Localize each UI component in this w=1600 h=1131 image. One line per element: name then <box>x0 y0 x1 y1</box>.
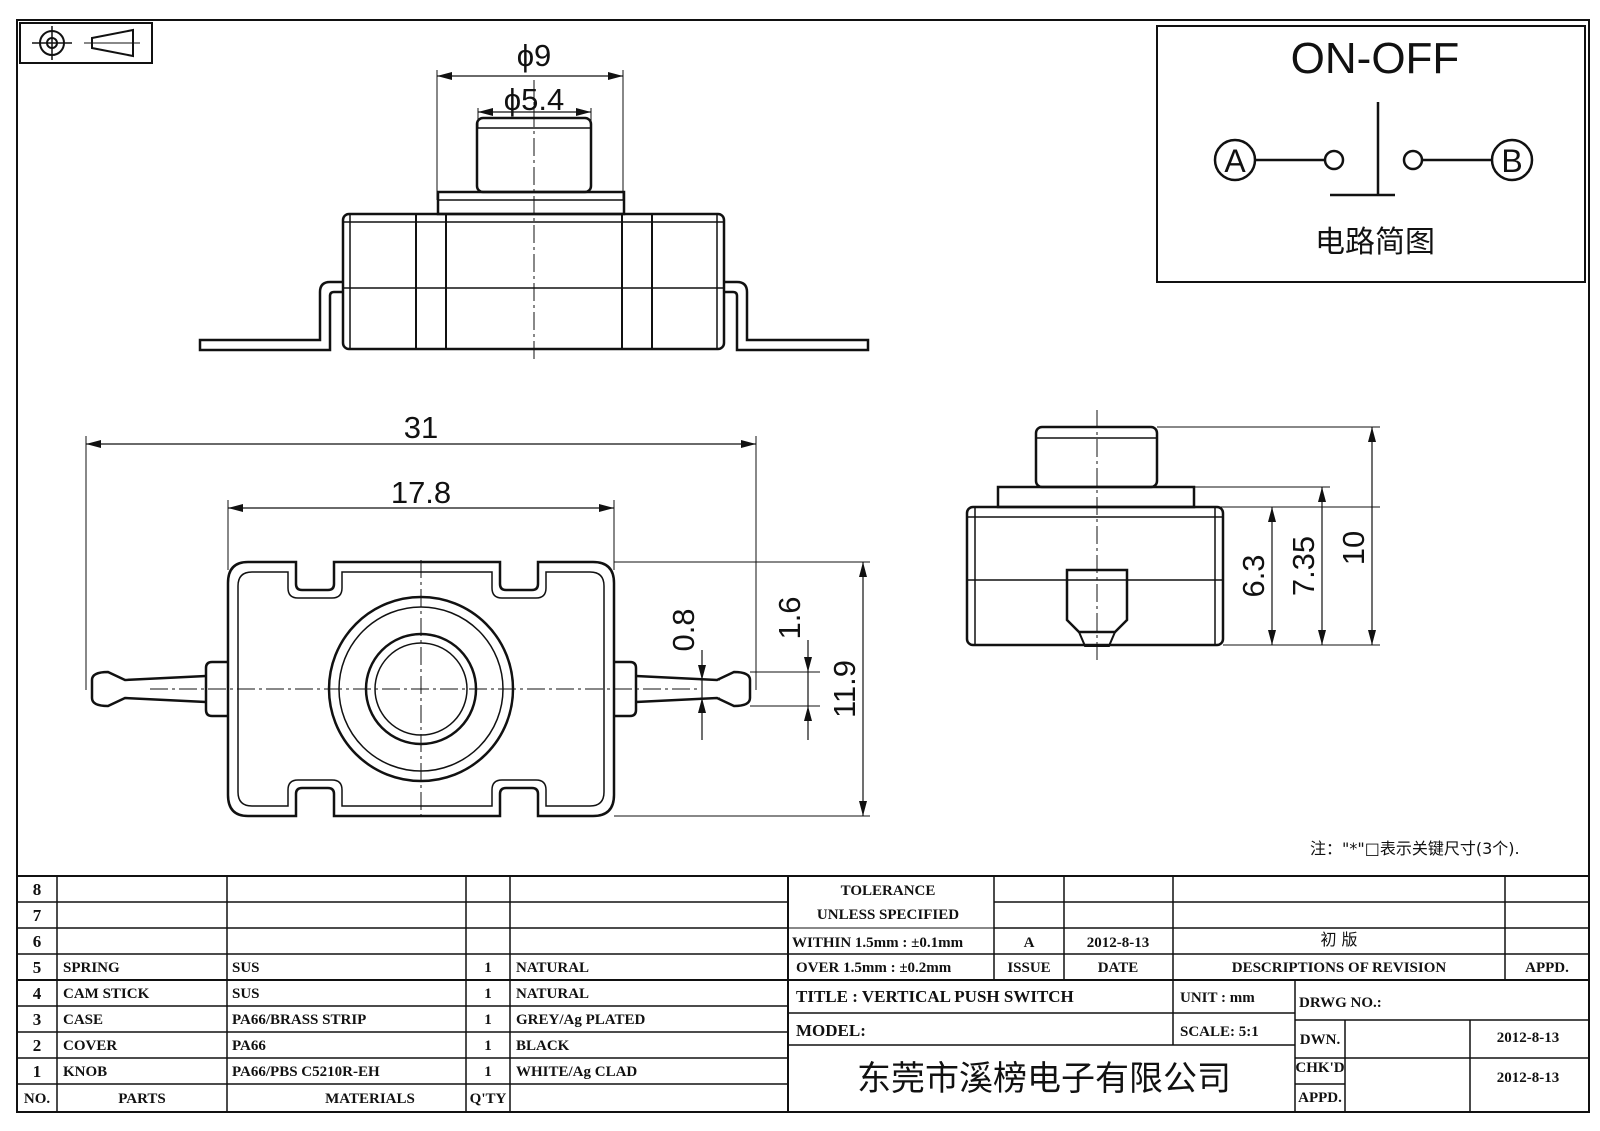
svg-text:WITHIN 1.5mm : ±0.1mm: WITHIN 1.5mm : ±0.1mm <box>792 935 964 951</box>
svg-text:1: 1 <box>33 1062 42 1081</box>
terminal-a-label: A <box>1224 143 1246 179</box>
svg-text:NO.: NO. <box>24 1091 51 1107</box>
svg-text:GREY/Ag PLATED: GREY/Ag PLATED <box>516 1012 645 1028</box>
svg-text:TOLERANCE: TOLERANCE <box>841 883 936 899</box>
company-name: 东莞市溪榜电子有限公司 <box>857 1059 1231 1099</box>
contact-left <box>1323 149 1345 171</box>
svg-text:ISSUE: ISSUE <box>1007 960 1050 976</box>
svg-text:PA66/PBS C5210R-EH: PA66/PBS C5210R-EH <box>232 1064 380 1080</box>
svg-text:DATE: DATE <box>1098 960 1139 976</box>
circuit-caption: 电路简图 <box>1315 225 1435 260</box>
svg-text:COVER: COVER <box>63 1038 117 1054</box>
contact-right <box>1402 149 1424 171</box>
svg-text:NATURAL: NATURAL <box>516 960 589 976</box>
svg-text:MATERIALS: MATERIALS <box>325 1091 415 1107</box>
svg-text:2012-8-13: 2012-8-13 <box>1497 1030 1560 1046</box>
svg-text:APPD.: APPD. <box>1298 1090 1342 1106</box>
dim-top-inner: ϕ5.4 <box>504 82 564 117</box>
svg-text:UNLESS SPECIFIED: UNLESS SPECIFIED <box>817 907 959 923</box>
svg-text:DWN.: DWN. <box>1300 1032 1341 1048</box>
table-row: 6 <box>33 932 42 951</box>
svg-text:初 版: 初 版 <box>1320 930 1357 949</box>
dim-body-length: 17.8 <box>391 475 451 510</box>
svg-text:CASE: CASE <box>63 1012 103 1028</box>
key-dimension-note: 注："*"□表示关键尺寸(3个). <box>1310 839 1520 858</box>
svg-text:DRWG NO.:: DRWG NO.: <box>1299 995 1382 1011</box>
svg-text:SCALE: 5:1: SCALE: 5:1 <box>1180 1024 1259 1040</box>
dim-body-width: 11.9 <box>827 660 862 718</box>
svg-text:3: 3 <box>33 1010 42 1029</box>
svg-text:NATURAL: NATURAL <box>516 986 589 1002</box>
dim-lead-offset: 1.6 <box>772 596 807 639</box>
table-row: 3 CASE PA66/BRASS STRIP 1 GREY/Ag PLATED <box>33 1010 646 1029</box>
svg-text:MODEL:: MODEL: <box>796 1021 866 1040</box>
sheet-border <box>16 19 1590 1113</box>
dim-overall-length: 31 <box>404 410 438 445</box>
projection-symbol-icon <box>19 22 153 64</box>
terminal-b-label: B <box>1501 143 1522 179</box>
svg-text:1: 1 <box>484 1064 492 1080</box>
svg-text:5: 5 <box>33 958 42 977</box>
svg-text:2: 2 <box>33 1036 42 1055</box>
circuit-frame <box>1156 25 1586 283</box>
table-row: 5 SPRING SUS 1 NATURAL <box>33 958 589 977</box>
svg-text:6: 6 <box>33 932 42 951</box>
circuit-title: ON-OFF <box>1291 34 1460 83</box>
svg-text:CHK'D: CHK'D <box>1295 1060 1344 1076</box>
svg-text:7: 7 <box>33 906 42 925</box>
svg-text:SUS: SUS <box>232 960 260 976</box>
dim-top-outer: ϕ9 <box>517 38 552 73</box>
dim-height-a: 6.3 <box>1236 554 1271 597</box>
svg-text:PA66/BRASS STRIP: PA66/BRASS STRIP <box>232 1012 366 1028</box>
table-row: 2 COVER PA66 1 BLACK <box>33 1036 570 1055</box>
svg-text:DESCRIPTIONS OF REVISION: DESCRIPTIONS OF REVISION <box>1232 960 1447 976</box>
svg-text:APPD.: APPD. <box>1525 960 1569 976</box>
svg-text:SUS: SUS <box>232 986 260 1002</box>
svg-text:KNOB: KNOB <box>63 1064 107 1080</box>
table-header: NO. PARTS MATERIALS Q'TY <box>24 1091 507 1107</box>
terminal-b-circle <box>1490 138 1534 182</box>
svg-text:1: 1 <box>484 960 492 976</box>
drawing-title: TITLE : VERTICAL PUSH SWITCH <box>796 987 1074 1006</box>
svg-text:8: 8 <box>33 880 42 899</box>
plan-view: 31 17.8 11.9 1.6 <box>85 410 870 820</box>
title-block-grid <box>17 875 1589 1112</box>
side-view: 6.3 7.35 10 <box>965 410 1380 660</box>
svg-text:CAM STICK: CAM STICK <box>63 986 150 1002</box>
svg-text:UNIT : mm: UNIT : mm <box>1180 990 1255 1006</box>
svg-text:SPRING: SPRING <box>63 960 120 976</box>
svg-text:PA66: PA66 <box>232 1038 266 1054</box>
svg-text:2012-8-13: 2012-8-13 <box>1087 935 1150 951</box>
dim-height-b: 7.35 <box>1286 536 1321 596</box>
svg-text:OVER 1.5mm : ±0.2mm: OVER 1.5mm : ±0.2mm <box>796 960 952 976</box>
svg-text:A: A <box>1024 935 1035 951</box>
table-row: 4 CAM STICK SUS 1 NATURAL <box>33 984 589 1003</box>
dim-lead-width: 0.8 <box>666 608 701 651</box>
svg-text:4: 4 <box>33 984 42 1003</box>
svg-text:BLACK: BLACK <box>516 1038 570 1054</box>
dim-height-c: 10 <box>1336 531 1371 565</box>
circuit-diagram: ON-OFF A B 电路简图 <box>1156 25 1586 283</box>
svg-text:1: 1 <box>484 1038 492 1054</box>
parts-table: 8 7 6 5 SPRING SUS 1 NATURAL 4 CAM STICK… <box>24 880 646 1107</box>
svg-text:1: 1 <box>484 1012 492 1028</box>
title-block: TOLERANCE UNLESS SPECIFIED WITHIN 1.5mm … <box>792 883 1569 1106</box>
svg-text:Q'TY: Q'TY <box>470 1091 507 1107</box>
svg-text:PARTS: PARTS <box>118 1091 166 1107</box>
svg-text:2012-8-13: 2012-8-13 <box>1497 1070 1560 1086</box>
front-view: ϕ9 ϕ5.4 <box>198 38 870 360</box>
table-row: 7 <box>33 906 42 925</box>
svg-text:1: 1 <box>484 986 492 1002</box>
svg-text:WHITE/Ag CLAD: WHITE/Ag CLAD <box>516 1064 637 1080</box>
table-row: 8 <box>33 880 42 899</box>
table-row: 1 KNOB PA66/PBS C5210R-EH 1 WHITE/Ag CLA… <box>33 1062 638 1081</box>
